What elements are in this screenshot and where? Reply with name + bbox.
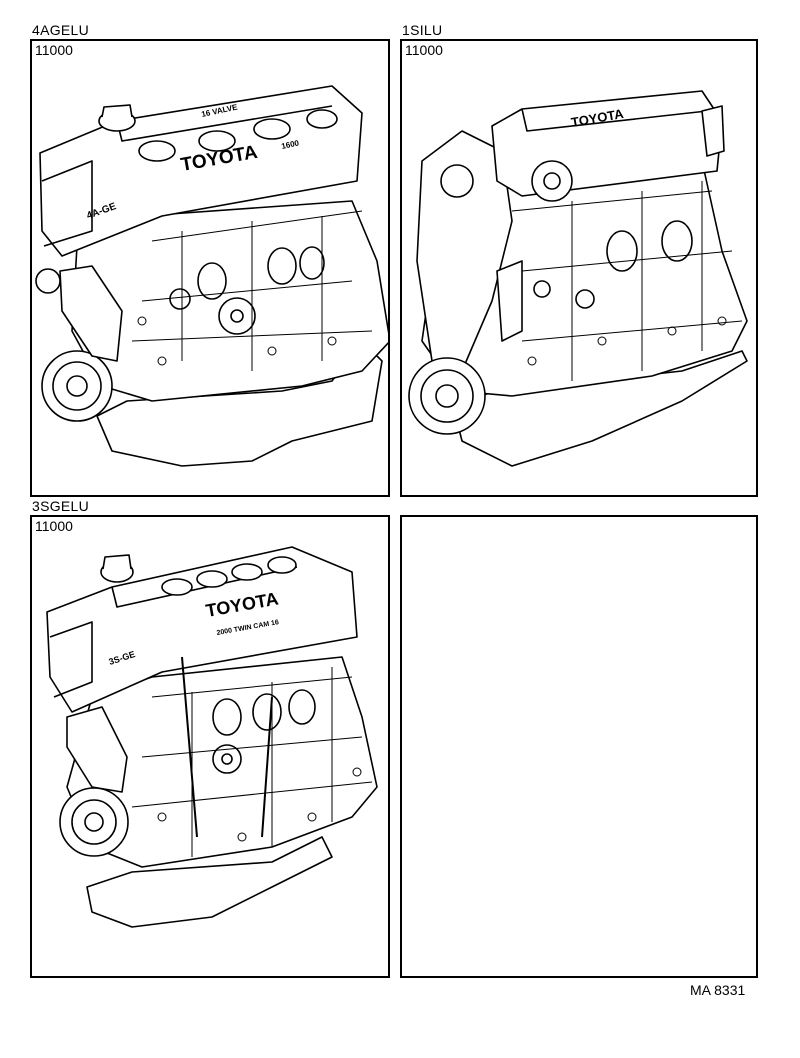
engine-illustration-1s: TOYOTA [408, 90, 748, 467]
reference-code: MA 8331 [690, 982, 746, 998]
engine-panel-3sgelu: 11000 [30, 515, 390, 978]
model-code-4agelu: 4AGELU [32, 22, 90, 38]
engine-illustration-4age: TOYOTA 4A-GE 16 VALVE 1600 [35, 85, 388, 467]
part-number: 11000 [35, 42, 73, 58]
part-number: 11000 [405, 42, 443, 58]
engine-panel-4agelu: 11000 [30, 39, 390, 497]
engine-panel-1silu: 11000 [400, 39, 758, 497]
part-number: 11000 [35, 518, 73, 534]
engine-illustration-3sge: TOYOTA 3S-GE 2000 TWIN CAM 16 [46, 546, 378, 928]
empty-panel [400, 515, 758, 978]
size-text: 1600 [281, 138, 301, 151]
model-code-3sgelu: 3SGELU [32, 498, 90, 514]
model-code-1silu: 1SILU [402, 22, 443, 38]
